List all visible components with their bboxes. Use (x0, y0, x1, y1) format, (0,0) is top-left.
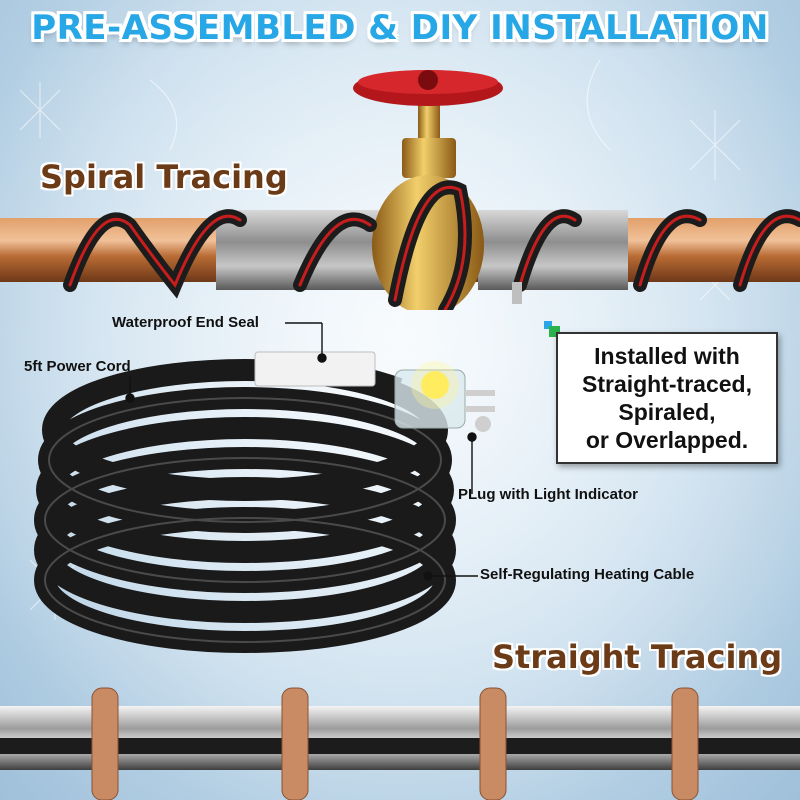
info-line: or Overlapped. (585, 427, 749, 453)
plug-icon (394, 361, 495, 432)
copper-ties (91, 687, 699, 800)
spiral-heating-cable (63, 180, 800, 310)
info-line: Spiraled, (618, 399, 716, 425)
spiral-pipe-illustration (0, 70, 800, 310)
indicator-light (421, 371, 449, 399)
end-seal-sleeve (254, 351, 376, 387)
info-line: Straight-traced, (582, 371, 752, 397)
end-seal-label: Waterproof End Seal (112, 314, 259, 331)
headline: PRE-ASSEMBLED & DIY INSTALLATION (31, 8, 769, 48)
straight-pipe-illustration (0, 687, 800, 800)
installation-info-box: Installed with Straight-traced, Spiraled… (556, 332, 778, 464)
info-line: Installed with (594, 343, 740, 369)
straight-heating-cable (0, 738, 800, 754)
power-cord-label: 5ft Power Cord (24, 358, 131, 375)
corner-accent-green (549, 326, 560, 337)
heating-cable-label: Self-Regulating Heating Cable (480, 566, 695, 583)
plug-label: PLug with Light Indicator (458, 486, 638, 503)
corner-accent-blue (544, 321, 552, 329)
cable-coil-icon (34, 351, 495, 653)
valve-handle (353, 70, 503, 106)
spiral-tracing-title: Spiral Tracing (40, 158, 288, 196)
straight-tracing-title: Straight Tracing (492, 638, 783, 676)
